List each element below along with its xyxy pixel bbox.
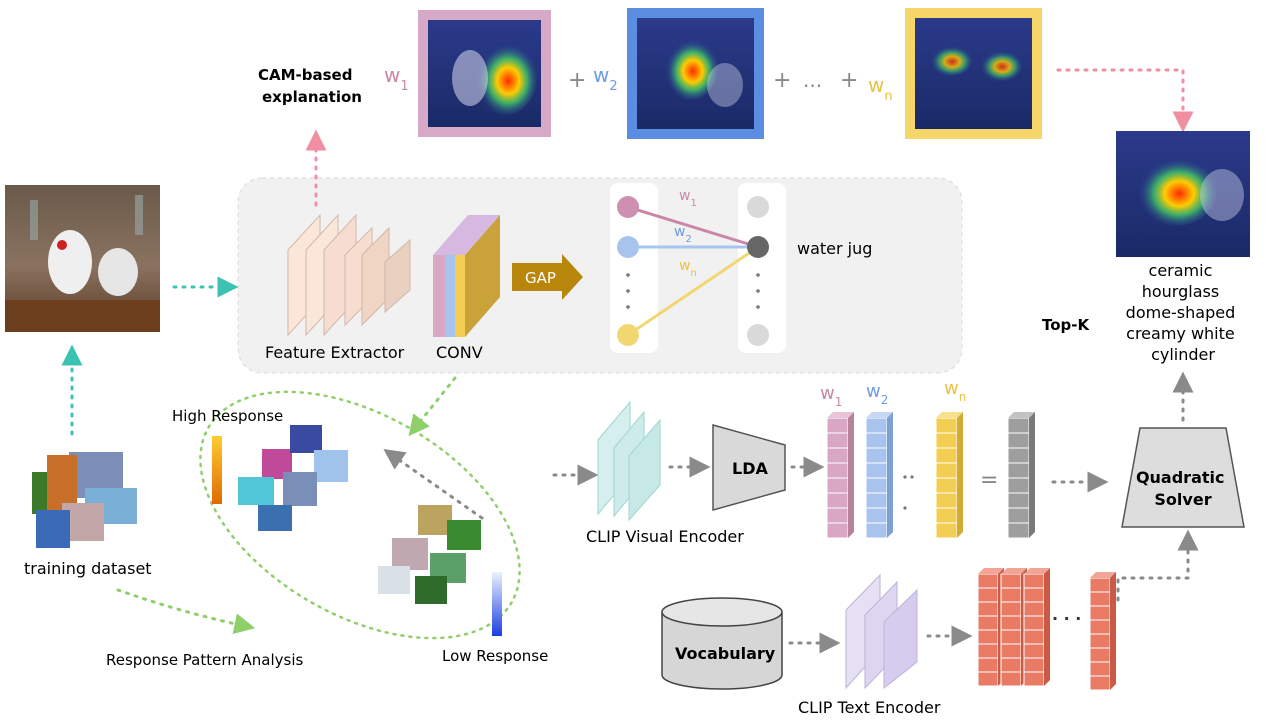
clip-text-encoder-label: CLIP Text Encoder [798, 698, 941, 717]
vector-weight-label-2: w2 [866, 381, 888, 407]
neuron-input-2 [617, 236, 639, 258]
feature-extractor-label: Feature Extractor [265, 343, 405, 362]
arrow-low-to-high [383, 448, 484, 520]
neuron-input-n [617, 324, 639, 346]
conv-block [433, 215, 500, 337]
plus-1: + [568, 68, 586, 93]
arrow-feature-to-response [408, 376, 457, 437]
training-dataset-collage [32, 452, 137, 548]
cam-map-n [905, 8, 1042, 139]
gap-arrow [512, 254, 583, 300]
cam-weight-n: wn [868, 73, 893, 104]
top-k-label: Top-K [1042, 316, 1091, 334]
high-response-label: High Response [172, 407, 283, 425]
arrow-cam-to-result [1056, 68, 1194, 133]
output-neuron-column [738, 183, 786, 353]
vocabulary-label: Vocabulary [675, 644, 776, 663]
text-embedding-3 [1023, 568, 1050, 687]
high-response-images [238, 425, 348, 531]
cam-map-1 [418, 10, 551, 137]
weight-vector-n [935, 412, 963, 539]
result-cam-map [1116, 131, 1250, 257]
response-ellipse [199, 390, 521, 640]
line-weight-label-2: w2 [674, 224, 692, 245]
water-jug-label: water jug [797, 239, 872, 258]
text-embeddings [977, 568, 1116, 691]
vocabulary-database [661, 597, 783, 690]
response-pattern-label: Response Pattern Analysis [106, 651, 304, 669]
input-neuron-column [610, 183, 658, 353]
low-response-bar [492, 572, 502, 636]
text-embedding-2 [1000, 568, 1027, 687]
clip-visual-encoder-label: CLIP Visual Encoder [586, 527, 744, 546]
weight-vector-2 [865, 412, 893, 539]
plus-2: + [773, 68, 791, 93]
vector-weight-label-1: w1 [820, 383, 842, 409]
weight-vectors [826, 412, 1035, 539]
line-weight-label-n: wn [679, 258, 697, 279]
neuron-output-bottom [747, 324, 769, 346]
low-response-label: Low Response [442, 647, 548, 665]
weight-line-n [627, 245, 759, 337]
neuron-input-1 [617, 196, 639, 218]
ellipsis-embeddings: · · · [1052, 609, 1081, 628]
descriptor-list: ceramic hourglass dome-shaped creamy whi… [1126, 261, 1241, 364]
feature-extractor-block [287, 213, 411, 337]
clip-text-encoder-block [845, 573, 918, 690]
arrow-embeddings-to-solver [1116, 529, 1199, 602]
cam-weight-1: w1 [384, 63, 409, 94]
text-embedding-last [1089, 572, 1116, 691]
ellipsis-top: ... [803, 68, 822, 92]
quadratic-solver-label: Quadratic Solver [1136, 468, 1230, 509]
quadratic-solver-block [1121, 427, 1245, 528]
neuron-output-top [747, 196, 769, 218]
training-dataset-label: training dataset [24, 559, 152, 578]
arrow-response-pattern [116, 588, 256, 635]
cam-map-2 [627, 8, 764, 139]
weight-vector-result [1007, 412, 1035, 539]
plus-3: + [840, 68, 858, 93]
neuron-output-water-jug [747, 236, 769, 258]
vector-weight-label-n: wn [944, 378, 966, 404]
low-response-images [378, 505, 481, 604]
lda-block [712, 424, 786, 511]
gap-label: GAP [525, 269, 556, 287]
high-response-bar [212, 436, 222, 504]
text-embedding-1 [977, 568, 1004, 687]
conv-label: CONV [436, 343, 483, 362]
lda-label: LDA [732, 459, 768, 478]
equals-sign: = [980, 468, 998, 493]
cam-weight-2: w2 [593, 63, 618, 94]
weight-line-1 [627, 205, 759, 249]
line-weight-label-1: w1 [679, 188, 697, 209]
weight-vector-1 [826, 412, 854, 539]
training-image [5, 185, 160, 332]
cam-title: CAM-based explanation [258, 66, 362, 106]
clip-visual-encoder-block [597, 400, 661, 522]
